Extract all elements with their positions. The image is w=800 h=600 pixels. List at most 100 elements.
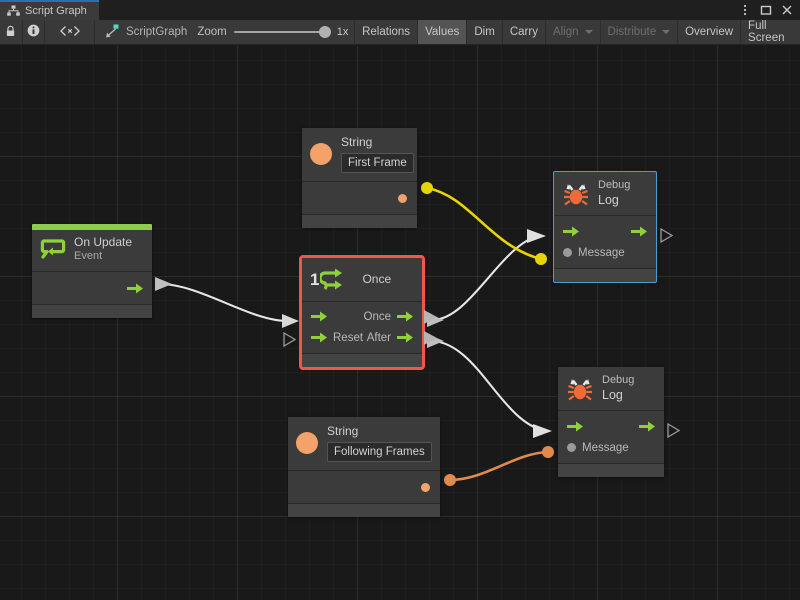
toolbar-button-relations[interactable]: Relations [355, 20, 418, 44]
wire-target-arrow [533, 424, 552, 438]
close-icon[interactable] [780, 4, 793, 17]
node-debug-log-bottom[interactable]: Debug Log [558, 367, 664, 477]
port-row-flow [558, 416, 664, 437]
graph-canvas[interactable]: String First Frame [0, 46, 800, 600]
input-port-reset-label: Reset [333, 332, 363, 344]
code-brackets-icon [59, 25, 81, 40]
info-button[interactable] [23, 20, 46, 44]
bug-icon [562, 181, 590, 207]
string-port-icon[interactable] [310, 143, 332, 165]
node-once[interactable]: 1 Once [302, 258, 422, 367]
kebab-menu-icon[interactable] [738, 4, 751, 17]
node-title: Debug [602, 374, 634, 388]
string-port-icon[interactable] [296, 432, 318, 454]
zoom-slider[interactable] [234, 25, 330, 39]
zoom-label: Zoom [197, 26, 226, 38]
node-title-block: Debug Log [602, 374, 634, 403]
node-body [302, 182, 417, 215]
port-row-flow [554, 221, 656, 242]
tab-label: Script Graph [25, 5, 87, 17]
node-header: String Following Frames [288, 417, 440, 471]
lock-toggle-button[interactable] [0, 20, 23, 44]
toolbar-button-align[interactable]: Align [546, 20, 601, 44]
toolbar-button-values[interactable]: Values [418, 20, 467, 44]
input-port-message[interactable]: Message [567, 442, 629, 454]
input-port-flow[interactable] [567, 421, 583, 432]
toolbar-button-full-screen[interactable]: Full Screen [741, 20, 800, 44]
node-subtitle: Log [602, 388, 634, 404]
breadcrumb-script-graph[interactable]: ScriptGraph [95, 20, 197, 44]
toolbar-button-distribute-label: Distribute [608, 26, 657, 38]
input-port-flow[interactable] [563, 226, 579, 237]
zoom-slider-track [234, 31, 330, 33]
window-tab-bar: Script Graph [0, 0, 800, 20]
output-port-flow[interactable] [639, 421, 655, 432]
node-body: Message [554, 216, 656, 269]
script-graph-icon [105, 24, 119, 41]
once-icon-group: 1 [310, 266, 354, 292]
node-footer [32, 305, 152, 318]
wire-endpoint-dot [444, 474, 456, 486]
toolbar-button-overview[interactable]: Overview [678, 20, 741, 44]
string-value-field[interactable]: First Frame [341, 153, 414, 173]
node-title-block: String First Frame [341, 135, 414, 173]
wire-onupdate-to-once[interactable] [160, 284, 287, 321]
zoom-slider-knob[interactable] [319, 26, 331, 38]
output-port-flow[interactable] [127, 283, 143, 294]
node-string-first-frame[interactable]: String First Frame [302, 128, 417, 228]
port-row-message: Message [554, 242, 656, 263]
message-port-dot[interactable] [563, 248, 572, 257]
node-subtitle: Event [74, 250, 132, 264]
node-header: String First Frame [302, 128, 417, 182]
chevron-down-icon [662, 30, 670, 34]
lock-icon [5, 25, 16, 40]
node-header: Debug Log [558, 367, 664, 411]
wire-target-arrow [282, 314, 299, 328]
debug-bottom-output-stub [667, 423, 681, 439]
graph-toolbar: ScriptGraph Zoom 1x Relations Values Dim… [0, 20, 800, 45]
node-body: Message [558, 411, 664, 464]
node-header: On Update Event [32, 224, 152, 272]
node-debug-log-top[interactable]: Debug Log [554, 172, 656, 282]
code-view-button[interactable] [45, 20, 95, 44]
message-port-dot[interactable] [567, 443, 576, 452]
wire-source-arrow [155, 277, 172, 291]
output-port-after[interactable]: After [367, 332, 413, 344]
debug-top-output-stub [660, 228, 674, 244]
wire-after-to-debuglog-bottom[interactable] [432, 341, 545, 431]
toolbar-button-carry[interactable]: Carry [503, 20, 546, 44]
toolbar-button-values-label: Values [425, 26, 459, 38]
toolbar-button-dim[interactable]: Dim [467, 20, 502, 44]
node-body [288, 471, 440, 504]
output-port-value[interactable] [421, 483, 430, 492]
output-port-flow[interactable] [631, 226, 647, 237]
node-title: Debug [598, 179, 630, 193]
maximize-icon[interactable] [759, 4, 772, 17]
input-port-reset[interactable]: Reset [311, 332, 363, 344]
tab-script-graph[interactable]: Script Graph [0, 0, 99, 20]
string-value-field[interactable]: Following Frames [327, 442, 432, 462]
wire-string-to-message-top[interactable] [427, 188, 541, 259]
output-port-once[interactable]: Once [364, 311, 414, 323]
node-on-update[interactable]: On Update Event [32, 224, 152, 318]
tab-bar-spacer [99, 0, 734, 20]
output-port-value[interactable] [398, 194, 407, 203]
node-string-following-frames[interactable]: String Following Frames [288, 417, 440, 517]
node-body [32, 272, 152, 305]
toolbar-button-distribute[interactable]: Distribute [601, 20, 679, 44]
wire-string-to-message-bottom[interactable] [450, 452, 548, 480]
input-port-message[interactable]: Message [563, 247, 625, 259]
wire-once-to-debuglog-top[interactable] [432, 236, 538, 320]
window-controls [734, 0, 800, 20]
port-row-once: Once [302, 306, 422, 327]
node-title-block: String Following Frames [327, 424, 432, 462]
on-update-icon [40, 237, 66, 261]
node-header: Debug Log [554, 172, 656, 216]
toolbar-button-overview-label: Overview [685, 26, 733, 38]
flow-stub-outline [668, 424, 679, 437]
input-port-enter[interactable] [311, 311, 327, 322]
node-body: Once Reset After [302, 302, 422, 354]
zoom-value: 1x [337, 26, 349, 38]
flow-stub-outline [284, 333, 295, 346]
